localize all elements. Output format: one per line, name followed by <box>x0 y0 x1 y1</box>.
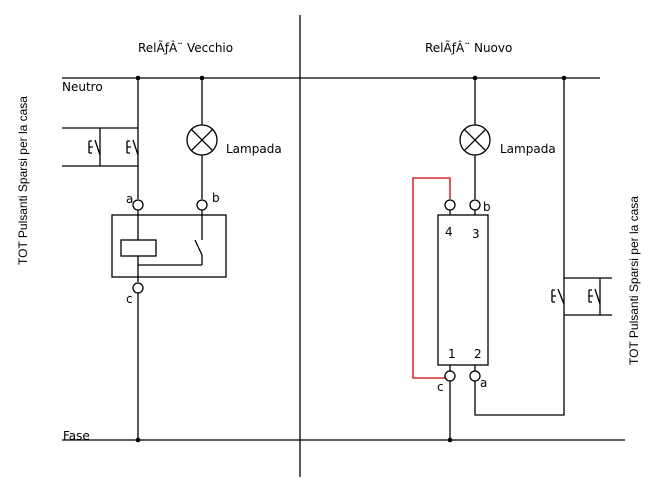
phase-label: Fase <box>63 429 90 443</box>
terminal-1-label: 1 <box>448 347 456 361</box>
pushbutton-icon <box>588 288 601 305</box>
terminal-4 <box>444 199 456 211</box>
terminal-c <box>132 282 144 294</box>
new-relay-circuit: Lampada b 4 3 1 2 c a <box>412 75 612 443</box>
relay-contact <box>194 239 203 256</box>
pushbutton-icon <box>551 288 565 305</box>
terminal-4-label: 4 <box>445 225 453 239</box>
jumper-wire <box>412 177 451 379</box>
relay-coil <box>120 239 157 257</box>
terminal-b-label: b <box>212 191 220 205</box>
terminal-a-label: a <box>480 376 487 390</box>
lamp-icon <box>459 124 491 156</box>
terminal-2 <box>469 370 481 382</box>
old-relay-title: RelÃƒÂ¨ Vecchio <box>138 40 233 55</box>
new-relay-title: RelÃƒÂ¨ Nuovo <box>425 40 512 55</box>
lamp-label: Lampada <box>500 142 556 156</box>
old-relay-circuit: Lampada a b c <box>62 75 282 443</box>
terminal-2-label: 2 <box>474 347 482 361</box>
terminal-3-label: 3 <box>472 227 480 241</box>
terminal-a <box>132 199 144 211</box>
new-relay-box <box>437 214 489 366</box>
terminal-1 <box>444 370 456 382</box>
neutral-label: Neutro <box>62 80 103 94</box>
terminal-c-label: c <box>126 292 133 306</box>
pushbuttons-label-left: TOT Pulsanti Sparsi per la casa <box>16 96 30 265</box>
terminal-c-label: c <box>437 380 444 394</box>
pushbuttons-label-right: TOT Pulsanti Sparsi per la casa <box>627 196 641 365</box>
lamp-icon <box>186 124 218 156</box>
lamp-label: Lampada <box>226 142 282 156</box>
old-relay-box <box>111 214 227 278</box>
terminal-b-label: b <box>483 200 491 214</box>
terminal-b <box>196 199 208 211</box>
terminal-3 <box>469 199 481 211</box>
pushbutton-icon <box>126 139 139 156</box>
pushbutton-icon <box>88 139 101 156</box>
terminal-a-label: a <box>126 192 133 206</box>
